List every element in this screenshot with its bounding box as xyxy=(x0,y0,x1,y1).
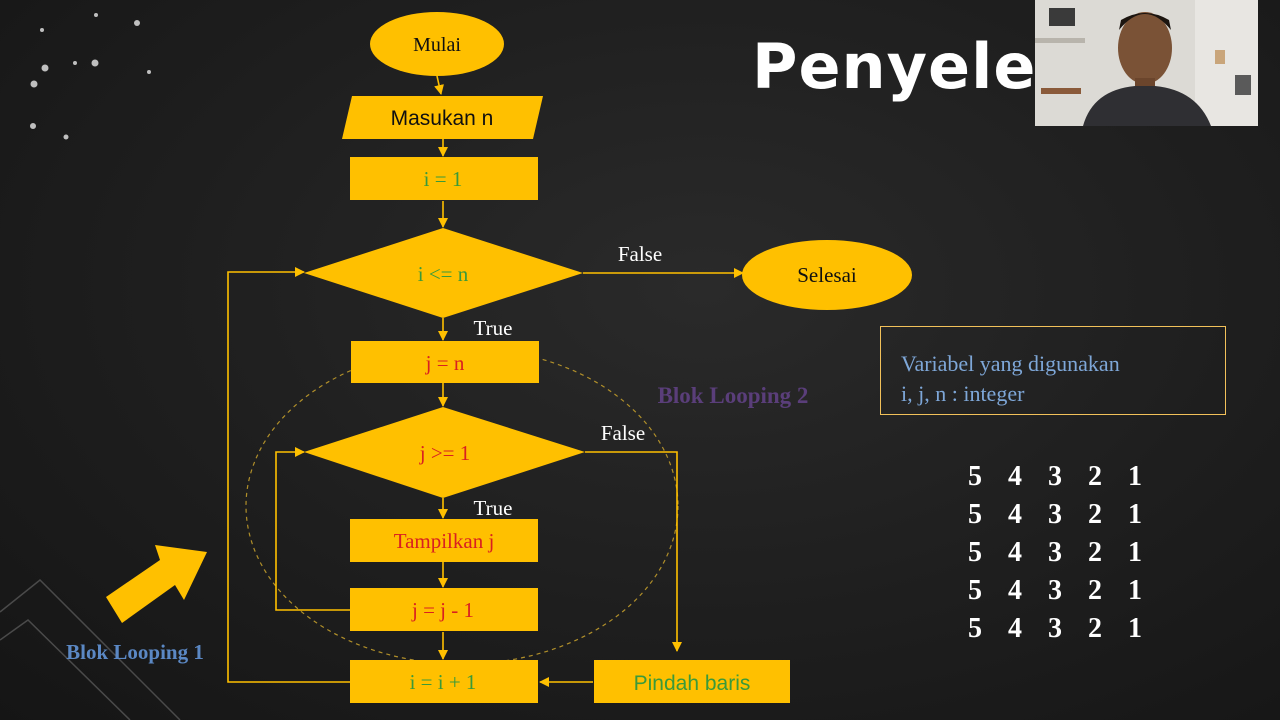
true-label-outer: True xyxy=(474,316,513,340)
init-j-process xyxy=(351,341,539,383)
increment-i-process xyxy=(350,660,538,703)
false-label-outer: False xyxy=(618,242,662,266)
output-row: 5 4 3 2 1 xyxy=(955,534,1155,572)
start-terminator xyxy=(370,12,504,76)
decrement-j-label: j = j - 1 xyxy=(411,598,474,622)
cond-j-decision xyxy=(304,407,585,498)
output-cell: 3 xyxy=(1048,499,1062,530)
output-cell: 5 xyxy=(968,575,982,606)
output-cell: 1 xyxy=(1128,613,1142,644)
new-line-process xyxy=(594,660,790,703)
output-cell: 4 xyxy=(1008,499,1022,530)
output-row: 5 4 3 2 1 xyxy=(955,572,1155,610)
output-cell: 5 xyxy=(968,499,982,530)
output-row: 5 4 3 2 1 xyxy=(955,496,1155,534)
output-cell: 5 xyxy=(968,537,982,568)
output-cell: 1 xyxy=(1128,537,1142,568)
cond-i-decision xyxy=(304,228,583,318)
variables-line-1: Variabel yang digunakan xyxy=(901,351,1120,376)
output-cell: 5 xyxy=(968,461,982,492)
init-j-label: j = n xyxy=(425,351,465,375)
display-j-label: Tampilkan j xyxy=(394,529,495,553)
variables-line-2: i, j, n : integer xyxy=(901,381,1025,406)
decorative-dots xyxy=(30,13,151,140)
init-i-label: i = 1 xyxy=(424,167,463,191)
output-cell: 2 xyxy=(1088,613,1102,644)
true-label-inner: True xyxy=(474,496,513,520)
output-cell: 4 xyxy=(1008,613,1022,644)
init-i-process xyxy=(350,157,538,200)
display-j-process xyxy=(350,519,538,562)
connector-lines xyxy=(227,75,744,687)
decorative-corner-lines xyxy=(0,578,181,720)
output-cell: 4 xyxy=(1008,575,1022,606)
output-cell: 5 xyxy=(968,613,982,644)
loop1-pointer-arrow xyxy=(106,545,207,623)
start-label: Mulai xyxy=(413,34,461,56)
output-grid: 5 4 3 2 1 5 4 3 2 1 5 4 3 2 1 5 4 3 2 1 … xyxy=(955,458,1155,648)
webcam-overlay xyxy=(1035,0,1258,126)
output-cell: 1 xyxy=(1128,461,1142,492)
loop1-label: Blok Looping 1 xyxy=(66,640,204,664)
increment-i-label: i = i + 1 xyxy=(410,670,477,694)
decrement-j-process xyxy=(350,588,538,631)
output-cell: 1 xyxy=(1128,499,1142,530)
output-row: 5 4 3 2 1 xyxy=(955,458,1155,496)
output-cell: 3 xyxy=(1048,613,1062,644)
end-label: Selesai xyxy=(797,263,857,287)
end-terminator xyxy=(742,240,912,310)
output-cell: 3 xyxy=(1048,461,1062,492)
output-cell: 2 xyxy=(1088,499,1102,530)
loop2-label: Blok Looping 2 xyxy=(658,383,809,408)
output-cell: 4 xyxy=(1008,461,1022,492)
input-label: Masukan n xyxy=(391,107,494,130)
false-label-inner: False xyxy=(601,421,645,445)
output-cell: 3 xyxy=(1048,575,1062,606)
new-line-label: Pindah baris xyxy=(634,672,751,695)
output-cell: 2 xyxy=(1088,537,1102,568)
output-cell: 2 xyxy=(1088,575,1102,606)
output-cell: 4 xyxy=(1008,537,1022,568)
output-cell: 2 xyxy=(1088,461,1102,492)
loop2-region xyxy=(245,347,679,665)
cond-i-label: i <= n xyxy=(418,262,469,286)
webcam-person-image xyxy=(1035,0,1258,126)
output-cell: 3 xyxy=(1048,537,1062,568)
input-parallelogram xyxy=(342,96,543,139)
output-cell: 1 xyxy=(1128,575,1142,606)
output-row: 5 4 3 2 1 xyxy=(955,610,1155,648)
cond-j-label: j >= 1 xyxy=(419,441,471,465)
variables-box: Variabel yang digunakan i, j, n : intege… xyxy=(880,326,1226,415)
